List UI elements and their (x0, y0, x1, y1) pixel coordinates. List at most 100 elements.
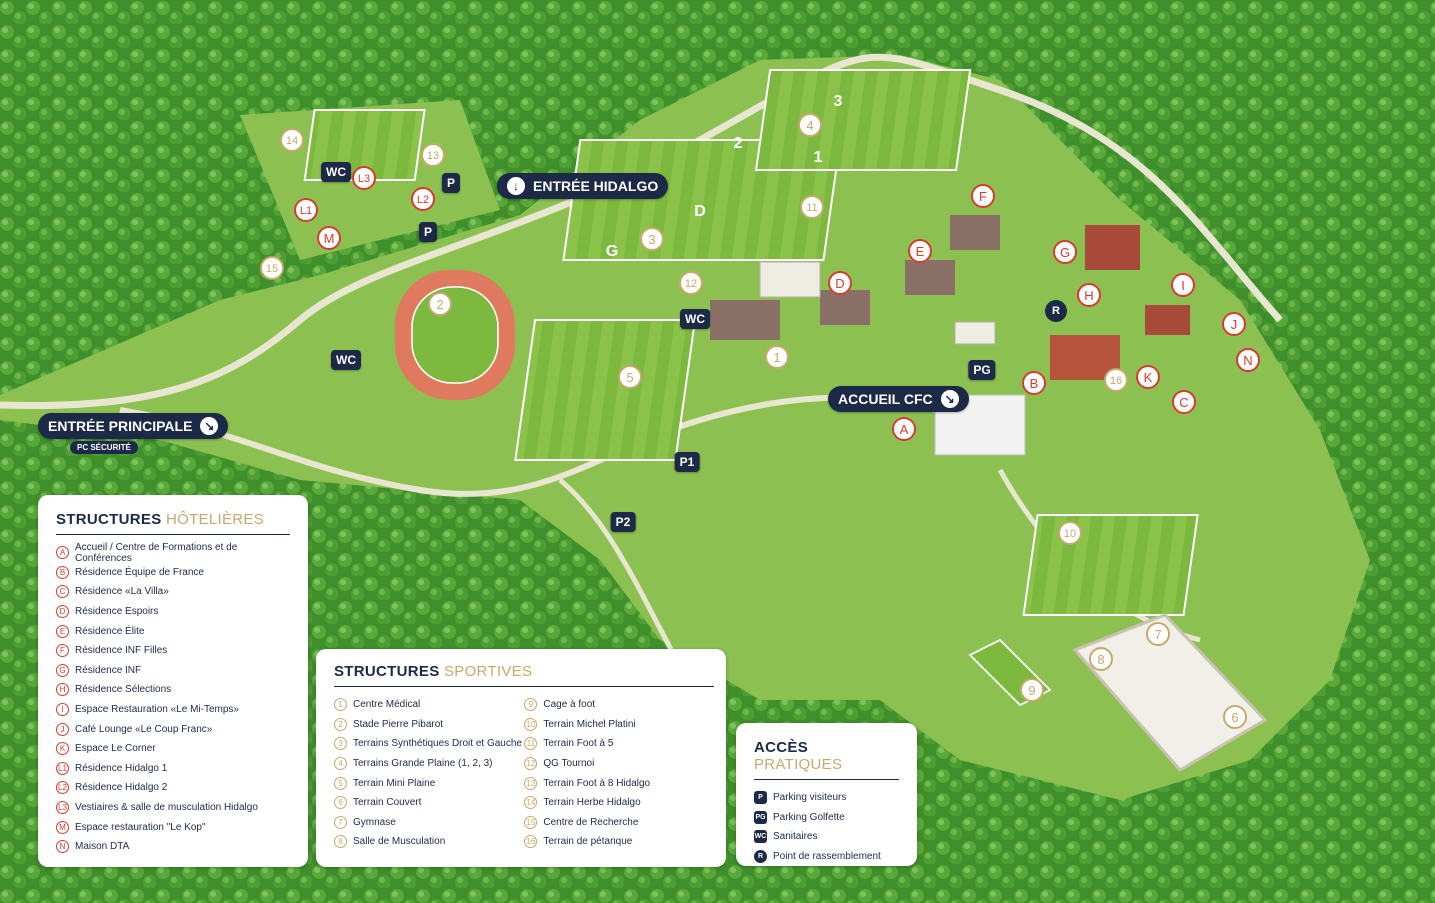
divider (334, 686, 714, 687)
hotel-marker-e[interactable]: E (908, 239, 932, 263)
legend-badge: I (56, 703, 69, 717)
sport-marker-6[interactable]: 6 (1223, 705, 1247, 729)
legend-item-label: Terrains Synthétiques Droit et Gauche (353, 738, 522, 750)
hidalgo-entrance-label[interactable]: ↓ ENTRÉE HIDALGO (497, 173, 669, 199)
parking-marker[interactable]: P (418, 222, 438, 242)
cfc-reception-label[interactable]: ACCUEIL CFC ↘ (828, 386, 969, 412)
hotel-marker-j[interactable]: J (1222, 312, 1246, 336)
legend-badge: H (56, 683, 69, 697)
sport-marker-5[interactable]: 5 (618, 365, 642, 389)
sport-marker-2[interactable]: 2 (428, 292, 452, 316)
hidalgo-entrance-text: ENTRÉE HIDALGO (533, 178, 659, 194)
legend-badge: 7 (334, 815, 347, 829)
legend-badge: 2 (334, 717, 347, 731)
divider (56, 534, 290, 535)
legend-badge: 16 (524, 835, 538, 849)
sport-marker-10[interactable]: 10 (1058, 521, 1082, 545)
hotel-marker-f[interactable]: F (971, 184, 995, 208)
legend-badge: 6 (334, 796, 347, 810)
legend-badge: M (56, 820, 69, 834)
sport-marker-9[interactable]: 9 (1020, 678, 1044, 702)
legend-item-label: Résidence INF (75, 664, 142, 676)
wc-marker[interactable]: WC (331, 350, 361, 370)
hotel-marker-l1[interactable]: L1 (294, 198, 318, 222)
legend-badge: 9 (524, 698, 538, 712)
hotel-marker-i[interactable]: I (1171, 273, 1195, 297)
sport-marker-14[interactable]: 14 (280, 128, 304, 152)
legend-badge: 1 (334, 698, 347, 712)
legend-item-label: Résidence Équipe de France (75, 566, 204, 578)
hotel-marker-c[interactable]: C (1172, 390, 1196, 414)
field-number: 1 (813, 149, 823, 166)
legend-item-label: Centre Médical (353, 699, 421, 711)
parking-p1-marker[interactable]: P1 (674, 452, 700, 472)
legend-item-label: Terrain Couvert (353, 797, 422, 809)
sport-marker-15[interactable]: 15 (260, 256, 284, 280)
divider (754, 779, 899, 780)
parking-marker[interactable]: P (441, 173, 461, 193)
hotel-marker-n[interactable]: N (1236, 348, 1260, 372)
sport-marker-8[interactable]: 8 (1089, 647, 1113, 671)
legend-badge: L1 (56, 761, 69, 775)
legend-item-label: Gymnase (353, 816, 396, 828)
legend-item-hotel-g: G Résidence INF (56, 661, 290, 681)
main-entrance-label[interactable]: ENTRÉE PRINCIPALE ↘ (38, 413, 229, 439)
sport-marker-12[interactable]: 12 (679, 271, 703, 295)
legend-badge: 3 (334, 737, 347, 751)
sport-marker-1[interactable]: 1 (765, 345, 789, 369)
legend-item-label: Maison DTA (75, 841, 130, 853)
sport-marker-16[interactable]: 16 (1104, 368, 1128, 392)
security-post-label: PC SÉCURITÉ (70, 441, 138, 454)
field-number: 2 (733, 135, 743, 152)
hotel-marker-d[interactable]: D (828, 271, 852, 295)
hotel-marker-g[interactable]: G (1053, 240, 1077, 264)
legend-item-label: Point de rassemblement (773, 851, 881, 863)
sport-marker-4[interactable]: 4 (798, 113, 822, 137)
wc-marker[interactable]: WC (321, 162, 351, 182)
legend-badge: G (56, 663, 69, 677)
sport-marker-11[interactable]: 11 (800, 195, 824, 219)
legend-item-label: Résidence Élite (75, 625, 145, 637)
hotel-marker-k[interactable]: K (1136, 365, 1160, 389)
legend-badge: L3 (56, 801, 69, 815)
sport-marker-3[interactable]: 3 (640, 227, 664, 251)
hotel-marker-l2[interactable]: L2 (411, 187, 435, 211)
legend-badge: B (56, 565, 69, 579)
field-number: G (605, 243, 619, 260)
legend-item-label: Parking visiteurs (773, 792, 847, 804)
legend-item-hotel-b: B Résidence Équipe de France (56, 563, 290, 583)
assembly-point-marker[interactable]: R (1045, 300, 1067, 322)
sport-marker-7[interactable]: 7 (1146, 622, 1170, 646)
legend-item-label: Terrains Grande Plaine (1, 2, 3) (353, 758, 493, 770)
parking-p2-marker[interactable]: P2 (610, 512, 636, 532)
legend-badge: WC (754, 830, 767, 844)
sport-marker-13[interactable]: 13 (421, 143, 445, 167)
wc-marker[interactable]: WC (680, 309, 710, 329)
legend-badge: C (56, 585, 69, 599)
golf-cart-parking-marker[interactable]: PG (968, 360, 996, 380)
hotel-marker-m[interactable]: M (317, 226, 341, 250)
legend-item-label: Terrain Michel Platini (543, 718, 636, 730)
hotel-marker-h[interactable]: H (1077, 283, 1101, 307)
hotel-marker-a[interactable]: A (892, 417, 916, 441)
legend-badge: 8 (334, 835, 347, 849)
legend-item-sport-6: 6 Terrain Couvert (334, 793, 524, 813)
hotel-marker-l3[interactable]: L3 (352, 166, 376, 190)
hotel-marker-b[interactable]: B (1022, 371, 1046, 395)
